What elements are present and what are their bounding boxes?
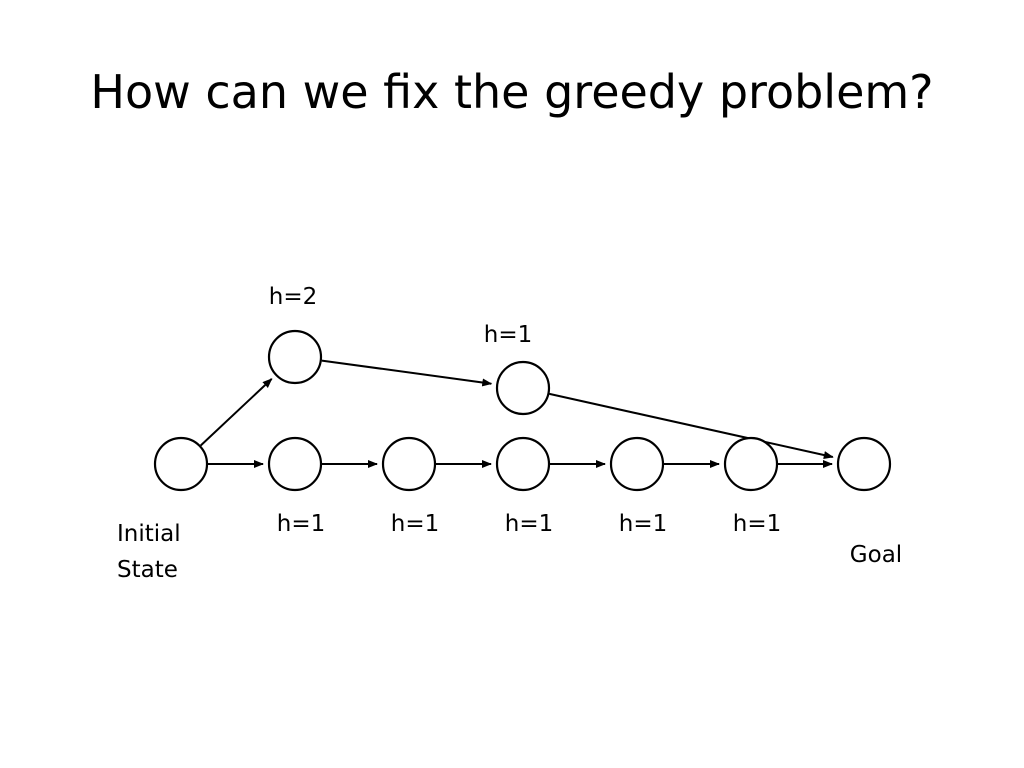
- node-u2: [495, 360, 551, 416]
- node-b2: [381, 436, 437, 492]
- heuristic-label-b1: h=1: [277, 511, 325, 537]
- node-start: [153, 436, 209, 492]
- node-b3: [495, 436, 551, 492]
- slide-title: How can we fix the greedy problem?: [90, 65, 934, 119]
- heuristic-label-b5: h=1: [733, 511, 781, 537]
- heuristic-label-u2: h=1: [484, 322, 532, 348]
- node-u1: [267, 329, 323, 385]
- node-caption-goal-line-0: Goal: [850, 542, 902, 568]
- node-b4: [609, 436, 665, 492]
- edge-u1-to-u2: [321, 359, 493, 387]
- node-goal: [836, 436, 892, 492]
- heuristic-label-u1: h=2: [269, 284, 317, 310]
- edges-layer: [200, 359, 834, 468]
- nodes-layer: [153, 329, 892, 492]
- edge-u2-to-goal: [549, 392, 834, 459]
- heuristic-label-b3: h=1: [505, 511, 553, 537]
- node-b5: [723, 436, 779, 492]
- node-b1: [267, 436, 323, 492]
- node-caption-start-line-0: Initial: [117, 521, 181, 547]
- node-caption-start-line-1: State: [117, 557, 178, 583]
- heuristic-label-b4: h=1: [619, 511, 667, 537]
- edge-start-to-u1: [200, 378, 273, 447]
- heuristic-label-b2: h=1: [391, 511, 439, 537]
